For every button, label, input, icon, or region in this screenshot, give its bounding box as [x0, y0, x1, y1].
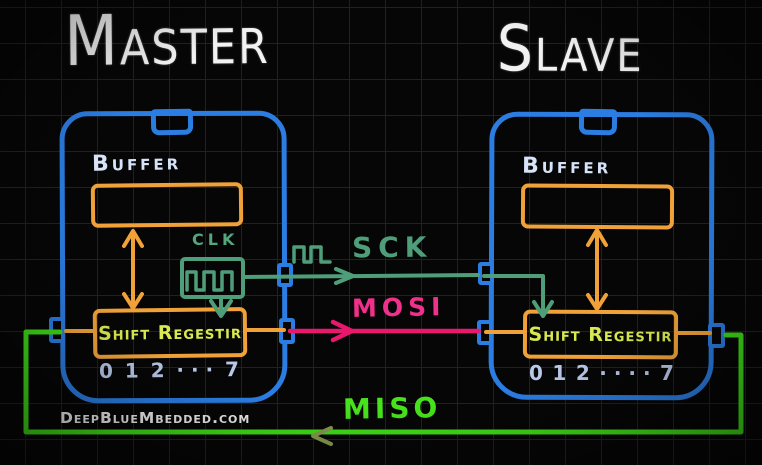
slave-shift-register-box: Shift Regestir: [522, 309, 679, 360]
slave-miso-port: [708, 323, 725, 348]
mosi-label: MOSI: [351, 292, 446, 323]
bit-label: 7: [660, 361, 674, 385]
slave-title: Slave: [496, 12, 644, 87]
master-shift-register-box: Shift Regestir: [92, 307, 248, 359]
master-sck-port: [277, 263, 293, 287]
master-buffer-box: [90, 182, 244, 228]
bit-label: 7: [224, 357, 240, 382]
watermark-deepbluembedded: DeepBlueMbedded.com: [60, 409, 251, 427]
master-bit-indices: 0 1 2 · · · 7: [99, 357, 239, 383]
slave-bit-indices: 0 1 2 · · · · 7: [529, 361, 674, 385]
miso-arrowhead-icon: [311, 426, 333, 446]
bit-label: 1: [552, 361, 567, 385]
sck-clock-wave-icon: [292, 245, 332, 264]
sck-label: SCK: [351, 230, 433, 265]
slave-mosi-port: [477, 320, 493, 345]
master-miso-port: [49, 317, 65, 343]
master-shift-register-label: Shift Regestir: [97, 321, 243, 345]
slave-shift-register-label: Shift Regestir: [528, 323, 673, 346]
master-mosi-port: [279, 318, 295, 344]
bit-label: 0: [529, 361, 543, 385]
bit-label: 0: [98, 358, 114, 383]
bit-label: 2: [150, 358, 165, 383]
slave-buffer-label: Buffer: [521, 153, 612, 180]
master-buffer-label: Buffer: [91, 150, 182, 177]
slave-sck-port: [478, 262, 494, 285]
clk-label: CLK: [192, 230, 239, 249]
slave-chip-notch: [578, 108, 618, 136]
sck-arrowhead-icon: [334, 267, 355, 285]
bit-label: 2: [575, 361, 590, 385]
mosi-arrowhead-icon: [330, 319, 355, 343]
slave-buffer-box: [520, 183, 675, 230]
bit-ellipsis: · · ·: [176, 357, 214, 382]
miso-label: MISO: [342, 391, 442, 426]
bit-ellipsis: · · · ·: [599, 361, 651, 385]
master-title: Master: [64, 0, 271, 82]
bit-label: 1: [124, 358, 139, 383]
master-chip-notch: [150, 108, 194, 136]
